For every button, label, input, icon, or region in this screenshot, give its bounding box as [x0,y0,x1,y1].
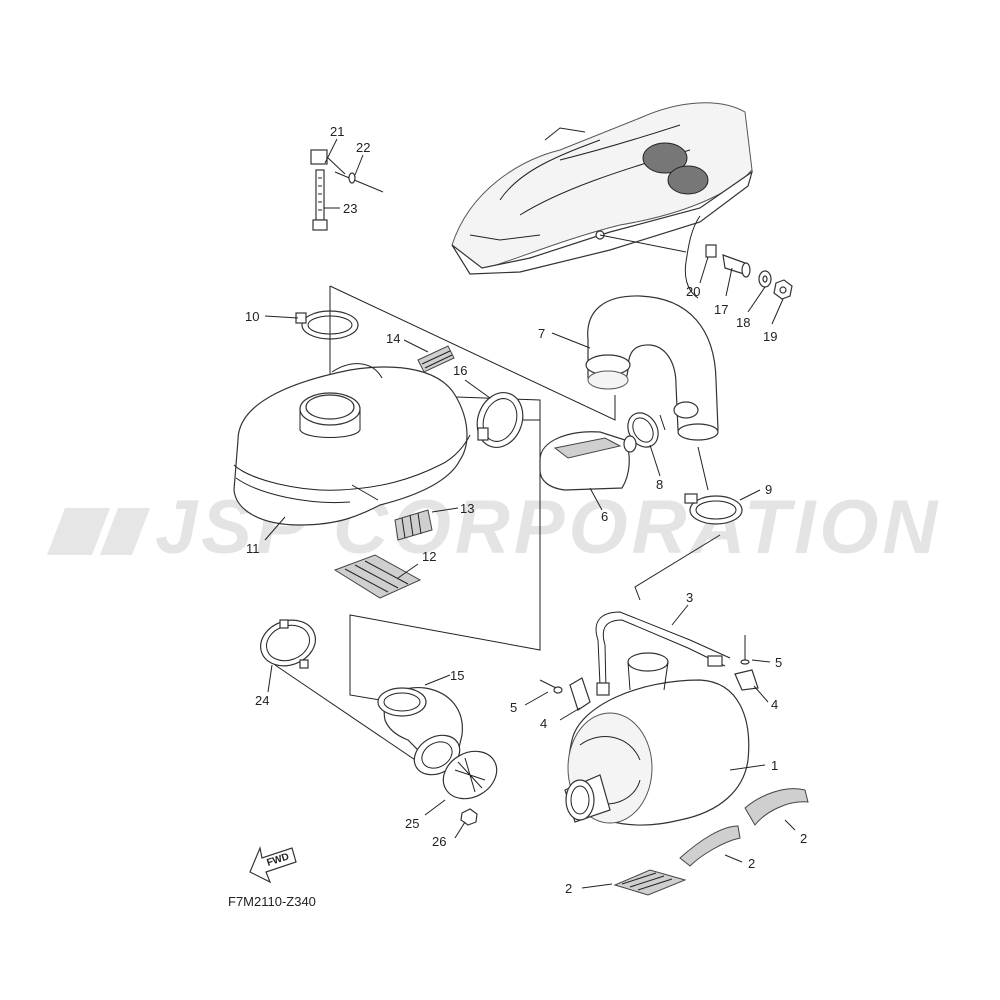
part-26-screen [442,750,498,800]
callout-2: 2 [565,881,572,896]
callout-22: 22 [356,140,370,155]
callout-19: 19 [763,329,777,344]
callout-23: 23 [343,201,357,216]
part-20-cap [699,244,717,284]
callout-21: 21 [330,124,344,139]
part-1-water-box [564,652,766,826]
fwd-arrow-icon: FWD [249,845,297,884]
part-4-bracket-right [734,669,769,703]
part-10-hose-clamp [264,310,359,340]
callout-8: 8 [656,477,663,492]
callout-labels: 1 2 2 2 2 3 4 4 5 5 6 7 8 9 10 11 12 13 … [245,124,807,896]
part-6-inlet-box [539,431,637,511]
callout-2: 2 [800,831,807,846]
callout-12: 12 [422,549,436,564]
callout-1: 1 [771,758,778,773]
part-26-nut [454,808,478,839]
part-8-hose-clamp [627,401,699,477]
part-9-hose-clamp [684,489,761,525]
part-21-clip [310,138,346,175]
callout-15: 15 [450,668,464,683]
part-17-fitting [722,254,751,297]
part-5-rivet-left [524,679,563,706]
callout-13: 13 [460,501,474,516]
part-18-washer [747,270,772,313]
callout-20: 20 [686,284,700,299]
part-2-shield-middle [679,825,743,867]
callout-9: 9 [765,482,772,497]
part-4-bracket-left [559,677,591,721]
part-13-filter-pad [394,507,459,541]
callout-25: 25 [405,816,419,831]
part-22-pin [334,154,384,193]
callout-3: 3 [686,590,693,605]
callout-17: 17 [714,302,728,317]
callout-7: 7 [538,326,545,341]
callout-24: 24 [255,693,269,708]
diagram-code: F7M2110-Z340 [228,894,316,909]
callout-4: 4 [540,716,547,731]
part-3-strap [595,604,731,696]
callout-18: 18 [736,315,750,330]
part-11-resonator-box [233,363,471,541]
part-16-hose-clamp [464,379,524,448]
part-23-cable-tie [312,169,340,231]
part-2-pad-bottom [581,869,687,896]
callout-10: 10 [245,309,259,324]
callout-26: 26 [432,834,446,849]
part-14-filter-pad [403,339,455,373]
part-24-retainer-ring [260,619,316,693]
watermark-logo-icon [47,508,150,555]
callout-2: 2 [748,856,755,871]
part-5-rivet-right [740,635,771,665]
watercraft-illustration [451,102,754,299]
part-12-filter-sheet [333,554,422,599]
callout-6: 6 [601,509,608,524]
callout-11: 11 [246,541,260,556]
callout-5: 5 [510,700,517,715]
watermark: JSP CORPORATION [47,485,937,570]
callout-14: 14 [386,331,400,346]
part-2-shield-right [744,788,809,831]
callout-5: 5 [775,655,782,670]
part-19-nut [771,279,793,325]
callout-16: 16 [453,363,467,378]
callout-4: 4 [771,697,778,712]
